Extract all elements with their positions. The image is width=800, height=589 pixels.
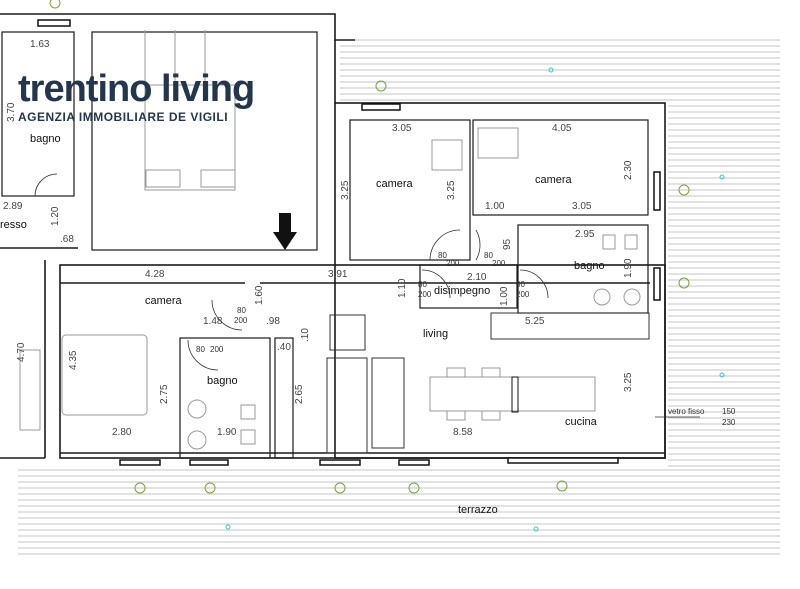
dim-label: 4.28 — [145, 269, 165, 280]
door-height: 200 — [516, 290, 530, 299]
entrance-arrow-icon — [273, 213, 297, 250]
door-height: 200 — [234, 316, 248, 325]
door-height: 200 — [210, 345, 224, 354]
window-markers — [49, 0, 690, 494]
dim-label: 1.00 — [499, 286, 510, 306]
door-height: 200 — [446, 259, 460, 268]
logo-tagline: AGENZIA IMMOBILIARE DE VIGILI — [18, 110, 229, 124]
dim-label: 8.58 — [453, 427, 473, 438]
dim-label: .10 — [300, 328, 311, 342]
dim-label: 1.63 — [30, 39, 50, 50]
dim-label: 2.75 — [159, 384, 170, 404]
dim-label: 1.48 — [203, 316, 223, 327]
dim-label: .68 — [60, 234, 74, 245]
furniture — [19, 30, 650, 454]
dim-label: 4.70 — [16, 342, 27, 362]
dim-label: 4.05 — [552, 123, 572, 134]
dim-label: 3.25 — [446, 180, 457, 200]
dim-label: 2.95 — [575, 229, 595, 240]
terrace-hatching — [18, 39, 780, 555]
dim-label: 1.20 — [50, 206, 61, 226]
window-note-label: vetro fisso — [668, 407, 705, 416]
dim-label: 95 — [502, 238, 513, 250]
dim-label: 3.25 — [340, 180, 351, 200]
logo-brand: trentino living — [18, 68, 255, 110]
dim-label: 1.00 — [485, 201, 505, 212]
dim-label: 3.70 — [6, 102, 17, 122]
door-width: 80 — [418, 280, 427, 289]
dim-label: 1.90 — [623, 258, 634, 278]
dim-label: 1.60 — [254, 285, 265, 305]
dim-label: 3.25 — [623, 372, 634, 392]
dim-label: 4.35 — [68, 350, 79, 370]
door-size-labels: 80 200 80 200 80 200 80 200 80 200 80 20… — [196, 251, 530, 354]
cyan-points — [225, 67, 725, 532]
room-label-cucina: cucina — [565, 416, 598, 428]
room-label-bagno: bagno — [207, 375, 238, 387]
door-height: 200 — [492, 259, 506, 268]
dim-label: 1.90 — [217, 427, 237, 438]
agency-logo: trentino living AGENZIA IMMOBILIARE DE V… — [18, 68, 255, 124]
dim-label: 2.10 — [467, 272, 487, 283]
door-swings — [34, 173, 549, 371]
window-note-width: 150 — [722, 407, 736, 416]
room-label-bagno: bagno — [574, 260, 605, 272]
door-width: 80 — [438, 251, 447, 260]
room-label-bagno: bagno — [30, 133, 61, 145]
room-label-camera: camera — [535, 174, 573, 186]
door-width: 80 — [237, 306, 246, 315]
dim-label: 2.30 — [623, 160, 634, 180]
room-label-living: living — [423, 328, 448, 340]
room-label-terrazzo: terrazzo — [458, 504, 498, 516]
dim-label: 3.05 — [392, 123, 412, 134]
dim-label: .98 — [266, 316, 280, 327]
door-height: 200 — [418, 290, 432, 299]
room-label-disimpegno: disimpegno — [434, 285, 490, 297]
room-label-ingresso: resso — [0, 219, 27, 231]
dim-label: 1.10 — [397, 278, 408, 298]
room-label-camera: camera — [145, 295, 183, 307]
dim-label: 2.89 — [3, 201, 23, 212]
dim-label: 5.25 — [525, 316, 545, 327]
dim-label: .40 — [277, 342, 291, 353]
dim-label: 3.05 — [572, 201, 592, 212]
dim-label: 3.91 — [328, 269, 348, 280]
dim-label: 2.65 — [294, 384, 305, 404]
door-width: 80 — [516, 280, 525, 289]
room-label-camera: camera — [376, 178, 414, 190]
window-note-height: 230 — [722, 418, 736, 427]
dim-label: 2.80 — [112, 427, 132, 438]
door-width: 80 — [484, 251, 493, 260]
windows — [37, 19, 661, 466]
door-width: 80 — [196, 345, 205, 354]
